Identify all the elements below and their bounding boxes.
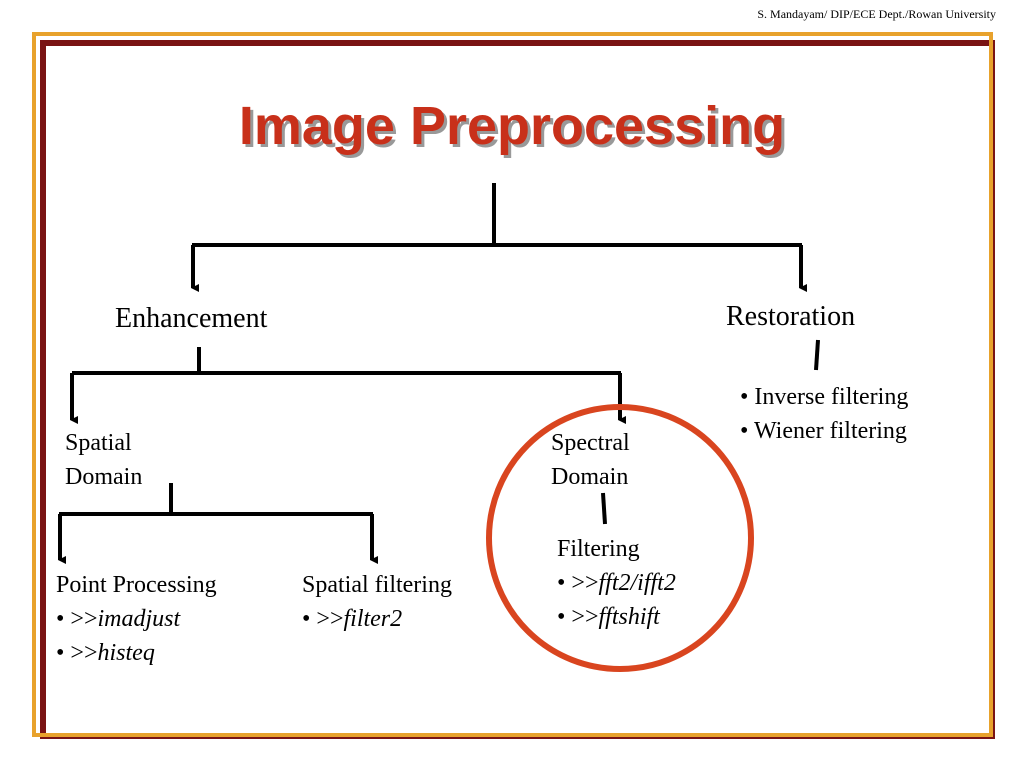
- spatial-domain-line1: Spatial: [65, 430, 132, 456]
- spatial-filtering-item-filter2: • >>filter2: [302, 602, 452, 636]
- filtering-item-fft2-cmd: fft2/ifft2: [598, 570, 676, 596]
- spatial-filtering-label: Spatial filtering: [302, 572, 452, 598]
- filtering-item-fftshift-cmd: fftshift: [598, 604, 660, 630]
- spatial-domain-line2: Domain: [65, 464, 143, 490]
- spectral-domain-line1: Spectral: [551, 430, 630, 456]
- spectral-stem-line: [601, 492, 607, 525]
- filtering-item-fftshift-bullet: • >>: [557, 604, 599, 630]
- point-processing-item-histeq-cmd: histeq: [97, 640, 155, 666]
- point-processing-item-histeq-bullet: • >>: [56, 640, 98, 666]
- spatial-filtering-item-filter2-cmd: filter2: [343, 606, 403, 632]
- spectral-domain-label: Spectral Domain: [551, 426, 630, 494]
- spatial-domain-label: Spatial Domain: [65, 426, 142, 494]
- point-processing-item-imadjust-cmd: imadjust: [97, 606, 181, 632]
- point-processing-item-histeq: • >>histeq: [56, 636, 217, 670]
- restoration-item-wiener: • Wiener filtering: [740, 418, 907, 444]
- page-title: Image Preprocessing: [238, 96, 786, 156]
- filtering-item-fft2: • >>fft2/ifft2: [557, 566, 676, 600]
- credit-text: S. Mandayam/ DIP/ECE Dept./Rowan Univers…: [757, 7, 996, 21]
- point-processing-label: Point Processing: [56, 572, 217, 598]
- restoration-item-inverse: • Inverse filtering: [740, 384, 909, 410]
- spatial-filtering-node: Spatial filtering • >>filter2: [302, 568, 452, 636]
- restoration-methods: • Inverse filtering • Wiener filtering: [740, 380, 908, 448]
- filtering-label: Filtering: [557, 536, 640, 562]
- spatial-filtering-item-filter2-bullet: • >>: [302, 606, 344, 632]
- filtering-item-fftshift: • >>fftshift: [557, 600, 676, 634]
- restoration-stem-line: [814, 339, 820, 371]
- filtering-node: Filtering • >>fft2/ifft2 • >>fftshift: [557, 532, 676, 634]
- spectral-highlight-circle: [486, 404, 754, 672]
- point-processing-item-imadjust-bullet: • >>: [56, 606, 98, 632]
- restoration-label: Restoration: [726, 301, 856, 332]
- enhancement-label: Enhancement: [115, 303, 268, 334]
- point-processing-item-imadjust: • >>imadjust: [56, 602, 217, 636]
- point-processing-node: Point Processing • >>imadjust • >>histeq: [56, 568, 217, 670]
- spectral-domain-line2: Domain: [551, 464, 629, 490]
- filtering-item-fft2-bullet: • >>: [557, 570, 599, 596]
- slide-frame-inner: [32, 32, 993, 737]
